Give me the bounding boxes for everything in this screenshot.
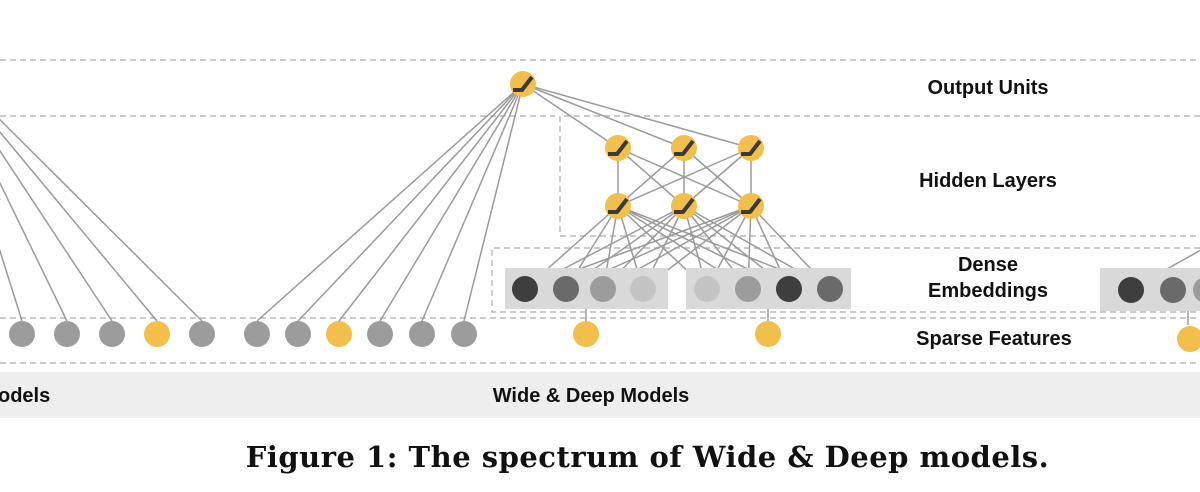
sparse-feature-node — [54, 321, 80, 347]
hidden-unit-node — [605, 135, 631, 161]
output-hidden-edge — [522, 83, 752, 149]
sparse-feature-node — [144, 321, 170, 347]
wide-edge — [379, 83, 524, 322]
embedding-node — [590, 276, 616, 302]
hidden-hidden-edge — [617, 147, 685, 207]
activation-icon — [674, 139, 695, 156]
sparse-feature-node — [573, 321, 599, 347]
wide-models-label-partial: odels — [0, 385, 50, 407]
wide-edge — [256, 83, 524, 322]
hidden-hidden-edge — [617, 147, 752, 207]
sparse-feature-node — [9, 321, 35, 347]
embedding-node — [512, 276, 538, 302]
sparse-feature-node — [755, 321, 781, 347]
output-hidden-edge — [522, 83, 685, 149]
hidden-layers-label: Hidden Layers — [919, 170, 1057, 192]
wide-left-edge — [0, 149, 113, 322]
hidden-hidden-edge — [683, 147, 752, 207]
wide-left-edge — [0, 248, 23, 322]
embedding-node — [1193, 278, 1200, 302]
output-hidden-edge — [522, 83, 619, 149]
activation-icon — [608, 197, 629, 214]
hidden-unit-node — [671, 193, 697, 219]
embedding-node — [553, 276, 579, 302]
output-unit-node — [510, 71, 536, 97]
activation-icon — [608, 139, 629, 156]
dense-embeddings-label-line1: Dense — [958, 254, 1018, 276]
hidden-unit-node — [671, 135, 697, 161]
activation-icon — [674, 197, 695, 214]
nodes — [9, 71, 1200, 352]
wide-edge — [421, 83, 524, 322]
model-band — [0, 372, 1200, 418]
sparse-feature-node — [367, 321, 393, 347]
edges — [0, 83, 1200, 334]
hidden-band — [559, 115, 1200, 237]
dense-band — [491, 247, 1200, 313]
sparse-feature-node — [285, 321, 311, 347]
activation-icon — [741, 139, 762, 156]
embedding-node — [776, 276, 802, 302]
sparse-feature-node — [409, 321, 435, 347]
wide-left-edge — [0, 130, 158, 322]
wide-edge — [463, 83, 524, 322]
hidden-unit-node — [738, 135, 764, 161]
hidden-unit-node — [605, 193, 631, 219]
sparse-feature-node — [451, 321, 477, 347]
wide-left-edge — [0, 181, 68, 322]
sparse-feature-node — [99, 321, 125, 347]
wide-edge — [338, 83, 524, 322]
embedding-node — [1160, 277, 1186, 303]
sparse-feature-node — [1177, 326, 1200, 352]
activation-icon — [513, 75, 534, 92]
embedding-node — [630, 276, 656, 302]
dense-embeddings-label-line2: Embeddings — [928, 280, 1048, 302]
wide-and-deep-diagram: Output Units Hidden Layers Dense Embeddi… — [0, 59, 1200, 418]
embedding-node — [694, 276, 720, 302]
layer-bands — [0, 59, 1200, 364]
sparse-feature-node — [244, 321, 270, 347]
embedding-node — [817, 276, 843, 302]
wide-and-deep-models-label: Wide & Deep Models — [493, 385, 690, 407]
embedding-node — [735, 276, 761, 302]
sparse-features-label: Sparse Features — [916, 328, 1072, 350]
hidden-unit-node — [738, 193, 764, 219]
activation-icon — [741, 197, 762, 214]
wide-edge — [297, 83, 524, 322]
sparse-feature-node — [326, 321, 352, 347]
wide-left-edge — [0, 118, 203, 322]
sparse-feature-node — [189, 321, 215, 347]
embedding-node — [1118, 277, 1144, 303]
output-units-label: Output Units — [927, 77, 1048, 99]
figure-caption: Figure 1: The spectrum of Wide & Deep mo… — [245, 440, 1050, 474]
